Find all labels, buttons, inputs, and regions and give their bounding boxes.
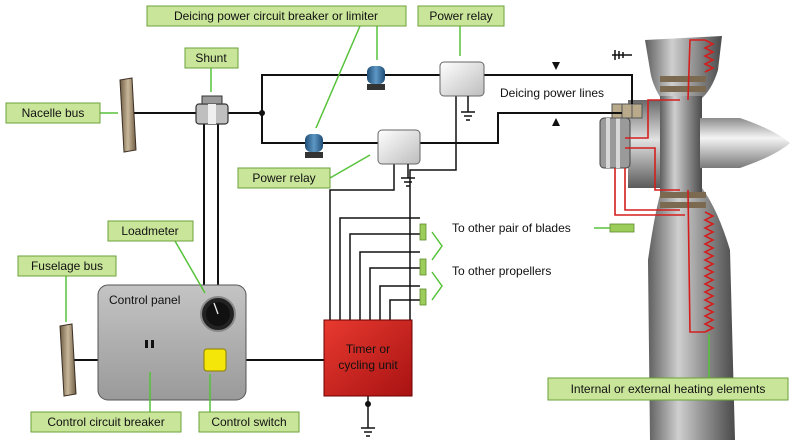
callout-control-circuit-breaker: Control circuit breaker: [30, 411, 182, 433]
shunt-component: [195, 95, 229, 125]
output-terminals: [419, 223, 635, 306]
svg-text:Deicing power circuit breaker: Deicing power circuit breaker or limiter: [174, 9, 378, 23]
leader-lines: [65, 25, 710, 412]
power-relay-bottom-component: [377, 129, 421, 187]
svg-text:Nacelle bus: Nacelle bus: [22, 106, 85, 120]
callout-deicing-breaker: Deicing power circuit breaker or limiter: [146, 5, 407, 27]
svg-text:Control circuit breaker: Control circuit breaker: [47, 415, 164, 429]
brush-block: [611, 103, 643, 119]
callout-heating-elements: Internal or external heating elements: [547, 377, 789, 401]
nacelle-bus-bar: [119, 77, 137, 153]
svg-text:Internal or external heating e: Internal or external heating elements: [571, 382, 766, 396]
callout-power-relay-left: Power relay: [237, 167, 331, 189]
callout-nacelle-bus: Nacelle bus: [5, 102, 101, 124]
control-switch-component[interactable]: [203, 348, 227, 372]
callout-loadmeter: Loadmeter: [107, 220, 194, 242]
other-propellers-label: To other propellers: [452, 264, 551, 278]
timer-label-line1: Timer or: [346, 342, 390, 356]
svg-text:Loadmeter: Loadmeter: [121, 224, 178, 238]
other-pair-blades-label: To other pair of blades: [452, 221, 571, 235]
deicing-breaker-bottom: [305, 134, 323, 158]
slip-ring: [599, 117, 631, 169]
deicing-line-markers: [552, 62, 560, 126]
fuselage-bus-bar: [59, 323, 77, 397]
timer-label-line2: cycling unit: [338, 358, 398, 372]
callout-fuselage-bus: Fuselage bus: [17, 255, 117, 277]
spinner: [700, 118, 790, 168]
heating-element-upper: [703, 39, 715, 73]
callout-power-relay-top: Power relay: [417, 5, 505, 27]
deicing-power-lines-label: Deicing power lines: [500, 86, 604, 100]
deicing-breaker-top: [367, 66, 385, 90]
upper-blade: [645, 36, 722, 100]
svg-text:Shunt: Shunt: [195, 51, 227, 65]
svg-text:Power relay: Power relay: [252, 171, 315, 185]
control-panel-label: Control panel: [109, 293, 180, 307]
control-panel: [97, 284, 247, 401]
timer-unit: Timer or cycling unit: [323, 319, 413, 437]
svg-text:Power relay: Power relay: [429, 9, 492, 23]
lower-blade: [648, 188, 735, 440]
svg-text:Fuselage bus: Fuselage bus: [31, 259, 103, 273]
callout-shunt: Shunt: [184, 47, 239, 69]
svg-text:Control switch: Control switch: [211, 415, 286, 429]
propeller-assembly: [599, 36, 790, 440]
power-relay-top-component: [439, 61, 485, 121]
heating-element-lower: [703, 211, 715, 333]
callout-control-switch: Control switch: [198, 411, 300, 433]
